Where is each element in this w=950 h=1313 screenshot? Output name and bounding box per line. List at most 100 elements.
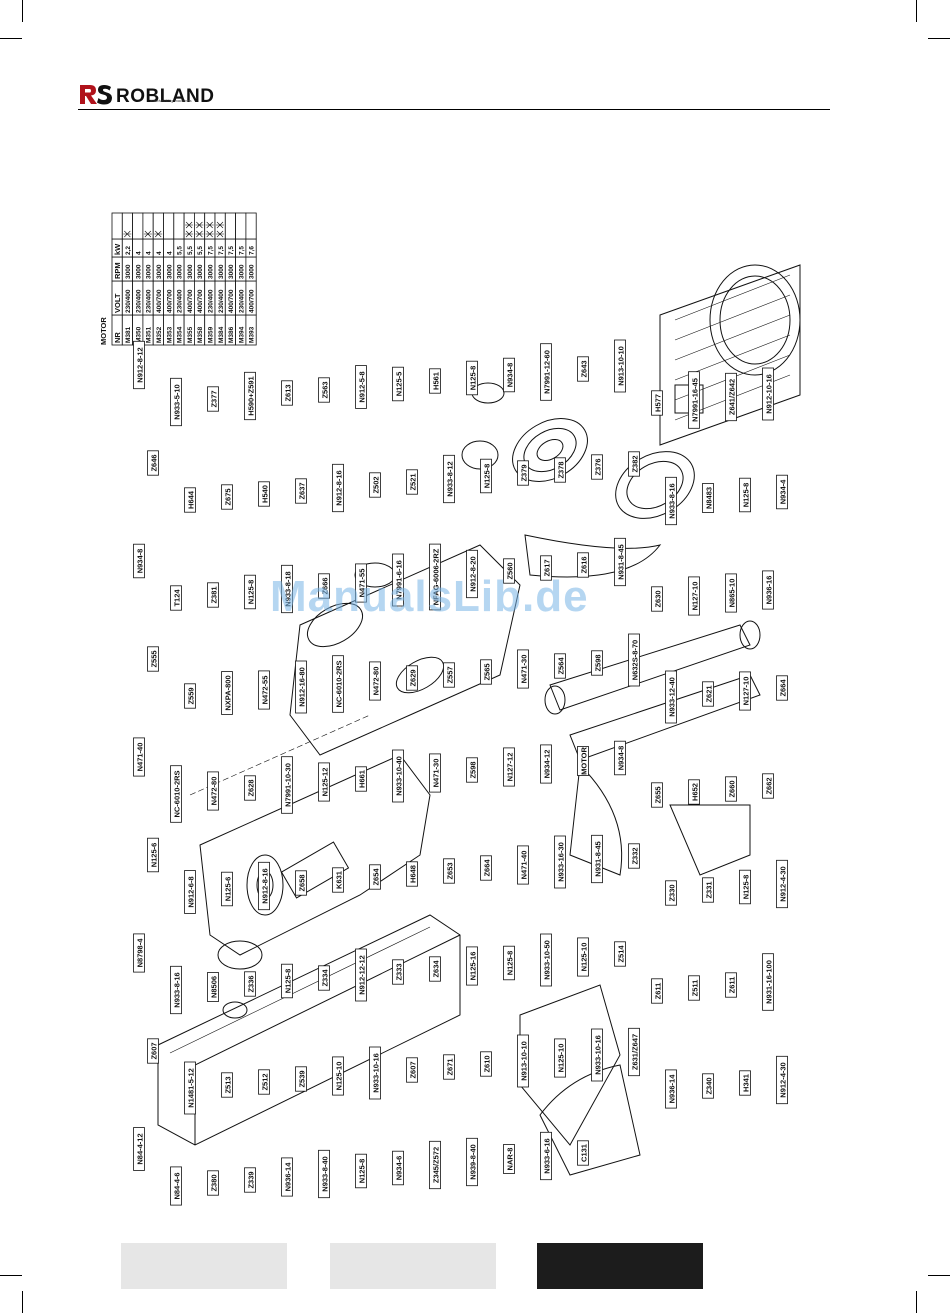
motor-table-header: kW bbox=[113, 243, 122, 255]
motor-table-cell: 7,6 bbox=[249, 246, 256, 255]
motor-table-cell: 400/700 bbox=[197, 289, 204, 313]
part-label-box bbox=[244, 1167, 256, 1193]
motor-table-cell: 3000 bbox=[125, 264, 132, 279]
part-label-box bbox=[392, 1150, 404, 1186]
part-label: N1481-5-12 bbox=[187, 1068, 196, 1108]
part-label-box bbox=[651, 782, 663, 808]
part-label-box bbox=[147, 1038, 159, 1064]
part-label-box bbox=[466, 757, 478, 783]
part-label: Z555 bbox=[150, 650, 159, 667]
part-label-box bbox=[258, 861, 270, 911]
part-label-box bbox=[665, 880, 677, 906]
part-label: H652 bbox=[691, 783, 700, 801]
part-label-box bbox=[651, 390, 663, 416]
part-label-box bbox=[207, 972, 219, 1002]
motor-winding-icon bbox=[216, 230, 224, 238]
part-label-box bbox=[517, 845, 529, 885]
motor-table-cell: M393 bbox=[249, 326, 256, 343]
part-label-box bbox=[184, 487, 196, 513]
part-label-box bbox=[739, 671, 751, 711]
part-label: N933-5-10 bbox=[173, 384, 182, 419]
part-label: NAR-8 bbox=[506, 1148, 515, 1171]
part-label: Z613 bbox=[284, 384, 293, 401]
motor-table-title: MOTOR bbox=[100, 317, 108, 345]
motor-table-cell: 7,5 bbox=[218, 246, 225, 255]
part-label: N912-8-20 bbox=[469, 556, 478, 591]
header-rule bbox=[78, 109, 830, 110]
part-label-box bbox=[170, 765, 182, 823]
part-label: Z655 bbox=[654, 786, 663, 803]
part-label: Z634 bbox=[432, 960, 441, 978]
part-label: N471-40 bbox=[520, 851, 529, 880]
part-label: Z664 bbox=[779, 679, 788, 697]
part-label-box bbox=[540, 555, 552, 581]
part-label: Z671 bbox=[446, 1058, 455, 1075]
part-label-box bbox=[725, 372, 737, 422]
motor-winding-icon bbox=[195, 230, 204, 238]
motor-table-cell: M350 bbox=[135, 326, 142, 343]
part-label-box bbox=[480, 855, 492, 881]
part-label: NFAG-6006-2RZ bbox=[432, 548, 441, 605]
part-label-box bbox=[554, 1038, 566, 1078]
part-label-box bbox=[392, 366, 404, 402]
brand-name: ROBLAND bbox=[116, 86, 215, 107]
part-label-box bbox=[244, 371, 256, 421]
part-label-box bbox=[554, 457, 566, 483]
part-label: N125-10 bbox=[580, 943, 589, 972]
part-label: Z378 bbox=[557, 461, 566, 478]
part-label-box bbox=[466, 1137, 478, 1187]
part-label-box bbox=[443, 858, 455, 884]
part-label: Z598 bbox=[594, 654, 603, 671]
crop-mark bbox=[916, 1291, 917, 1313]
part-label: N933-10-16 bbox=[594, 1035, 603, 1075]
part-label-box bbox=[739, 1070, 751, 1096]
part-label-box bbox=[281, 380, 293, 406]
part-label-box bbox=[207, 771, 219, 811]
part-label: Z629 bbox=[409, 669, 418, 686]
tube-assembly bbox=[544, 620, 761, 761]
part-label: Z513 bbox=[224, 1076, 233, 1093]
motor-table-cell: M384 bbox=[218, 326, 225, 343]
part-label-box bbox=[466, 946, 478, 986]
part-label: N912-8-16 bbox=[335, 470, 344, 505]
part-label-box bbox=[577, 552, 589, 578]
part-label-box bbox=[466, 549, 478, 599]
motor-table-cell: 3000 bbox=[249, 264, 256, 279]
motor-table-cell: M381 bbox=[125, 326, 132, 343]
part-label-box bbox=[133, 340, 145, 390]
part-label-box bbox=[517, 460, 529, 486]
part-label-box bbox=[392, 553, 404, 607]
part-label-box bbox=[702, 877, 714, 903]
part-label: Z379 bbox=[520, 464, 529, 481]
part-label: N471-30 bbox=[520, 655, 529, 684]
part-label: N933-10-50 bbox=[543, 940, 552, 980]
motor-table-cell: 7,5 bbox=[228, 246, 235, 255]
part-label: Z617 bbox=[543, 559, 552, 576]
part-label-box bbox=[762, 367, 774, 421]
part-label-box bbox=[517, 1034, 529, 1088]
part-label: N912-4-30 bbox=[779, 1062, 788, 1097]
part-label-box bbox=[480, 458, 492, 494]
part-label-box bbox=[503, 357, 515, 393]
part-label: N7991-12-60 bbox=[543, 350, 552, 394]
part-label: H648 bbox=[409, 865, 418, 883]
part-label-box bbox=[133, 543, 145, 579]
part-label-box bbox=[221, 671, 233, 715]
crop-mark bbox=[0, 38, 22, 39]
part-label: Z345/Z572 bbox=[432, 1147, 441, 1183]
robland-logo-icon bbox=[78, 82, 114, 106]
part-label-box bbox=[651, 586, 663, 612]
part-label: Z336 bbox=[247, 975, 256, 992]
motor-table-cell: 230/400 bbox=[208, 289, 215, 313]
part-label: N939-8-40 bbox=[469, 1144, 478, 1179]
motor-table-cell: M386 bbox=[228, 326, 235, 343]
motor-table-cell: 3000 bbox=[228, 264, 235, 279]
part-label-box bbox=[207, 582, 219, 608]
part-label-box bbox=[147, 837, 159, 873]
motor-winding-icon bbox=[216, 221, 224, 229]
part-label: N912-4-30 bbox=[779, 866, 788, 901]
part-label-box bbox=[258, 481, 270, 507]
part-label-box bbox=[221, 1072, 233, 1098]
part-label: N125-12 bbox=[321, 768, 330, 797]
motor-table-cell: 3000 bbox=[156, 264, 163, 279]
